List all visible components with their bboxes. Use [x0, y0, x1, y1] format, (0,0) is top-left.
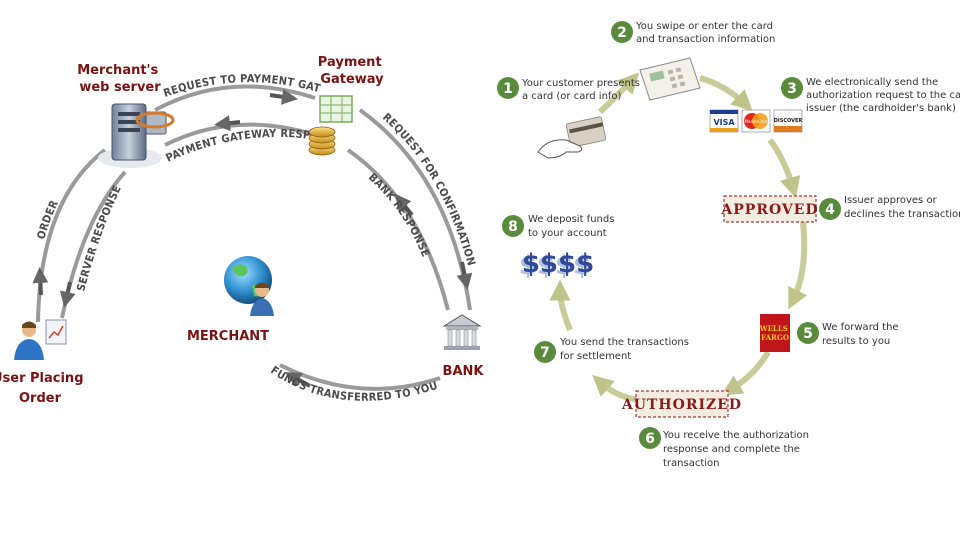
svg-text:2: 2 — [617, 25, 627, 41]
step-4-text: Issuer approves or declines the transact… — [844, 195, 960, 220]
label-server-response: SERVER RESPONSE — [74, 183, 124, 292]
authorized-stamp: AUTHORIZED — [621, 390, 742, 418]
svg-text:8: 8 — [508, 219, 518, 235]
arc-arrow-gatewayresp — [214, 115, 241, 132]
step-6: 6 You receive the authorization response… — [639, 427, 812, 469]
ring-seg-2-3 — [699, 75, 753, 112]
card-brand-logos: VISA MasterCard DISCOVER — [709, 109, 803, 133]
svg-text:1: 1 — [503, 81, 513, 97]
label-request-to-gateway: REQUEST TO PAYMENT GATWAY — [0, 0, 322, 100]
arc-arrow-serverresp — [59, 281, 76, 308]
svg-text:AUTHORIZED: AUTHORIZED — [621, 397, 742, 413]
svg-text:WELLS FARGO: WELLS FARGO — [759, 324, 791, 342]
card-in-hand-icon — [537, 116, 607, 159]
arc-gateway-response — [164, 122, 316, 147]
step-4: 4 Issuer approves or declines the transa… — [819, 195, 960, 220]
left-diagram: REQUEST TO PAYMENT GATWAY PAYMENT GATEWA… — [0, 0, 484, 406]
step-8: 8 We deposit funds to your account — [502, 214, 618, 239]
step-2: 2 You swipe or enter the card and transa… — [611, 21, 776, 45]
svg-text:7: 7 — [540, 345, 550, 361]
user-icon — [14, 319, 67, 360]
server-icon — [98, 103, 175, 168]
card-terminal-icon — [639, 57, 701, 101]
step-3: 3 We electronically send the authorizati… — [781, 77, 960, 114]
step-1: 1 Your customer presents a card (or card… — [497, 77, 643, 102]
ring-seg-4-5 — [788, 221, 808, 310]
merchant-label: MERCHANT — [187, 329, 269, 344]
step-5-text: We forward the results to you — [822, 322, 902, 347]
step-7: 7 You send the transactions for settleme… — [534, 337, 692, 363]
arc-arrow-funds — [285, 372, 311, 388]
step-5: 5 We forward the results to you — [797, 322, 902, 347]
wells-fargo-logo: WELLS FARGO — [759, 314, 791, 352]
deposit-dollars-icon: $$$$ $$$$ — [519, 249, 594, 281]
payment-gateway-icon — [308, 95, 353, 156]
svg-text:$$$$: $$$$ — [519, 251, 591, 281]
arc-arrow-order — [32, 267, 49, 296]
user-label: User Placing Order — [0, 371, 88, 406]
merchant-globe-icon — [224, 256, 274, 316]
label-bank-response: BANK RESPONSE — [366, 171, 432, 259]
svg-text:3: 3 — [787, 81, 797, 97]
step-1-text: Your customer presents a card (or card i… — [521, 78, 643, 102]
svg-text:4: 4 — [825, 202, 835, 218]
approved-stamp: APPROVED — [720, 195, 818, 223]
ring-seg-7-8 — [549, 279, 573, 332]
merchant-server-label: Merchant's web server — [77, 63, 163, 95]
svg-text:APPROVED: APPROVED — [720, 202, 818, 218]
visa-logo: VISA — [713, 118, 735, 127]
right-diagram: 1 Your customer presents a card (or card… — [497, 21, 960, 469]
arc-arrow-request — [269, 88, 298, 105]
arc-arrow-confirm — [456, 261, 473, 290]
payment-gateway-label: Payment Gateway — [318, 55, 386, 87]
ring-seg-5-6 — [720, 350, 771, 396]
step-6-text: You receive the authorization response a… — [662, 430, 812, 469]
arc-arrow-bankresp — [395, 193, 414, 217]
step-8-text: We deposit funds to your account — [528, 214, 618, 239]
bank-icon — [442, 314, 482, 350]
step-7-text: You send the transactions for settlement — [559, 337, 692, 362]
svg-text:6: 6 — [645, 431, 655, 447]
discover-logo: DISCOVER — [774, 118, 803, 124]
ring-seg-3-4 — [767, 138, 801, 199]
step-2-text: You swipe or enter the card and transact… — [635, 21, 776, 45]
ring-seg-1-2 — [597, 72, 640, 115]
svg-text:$$$$: $$$$ — [522, 249, 594, 279]
bank-label: BANK — [443, 364, 485, 379]
arc-bank-response — [346, 148, 450, 311]
step-3-text: We electronically send the authorization… — [806, 77, 960, 114]
mastercard-logo: MasterCard — [744, 119, 767, 124]
svg-text:5: 5 — [803, 326, 813, 342]
